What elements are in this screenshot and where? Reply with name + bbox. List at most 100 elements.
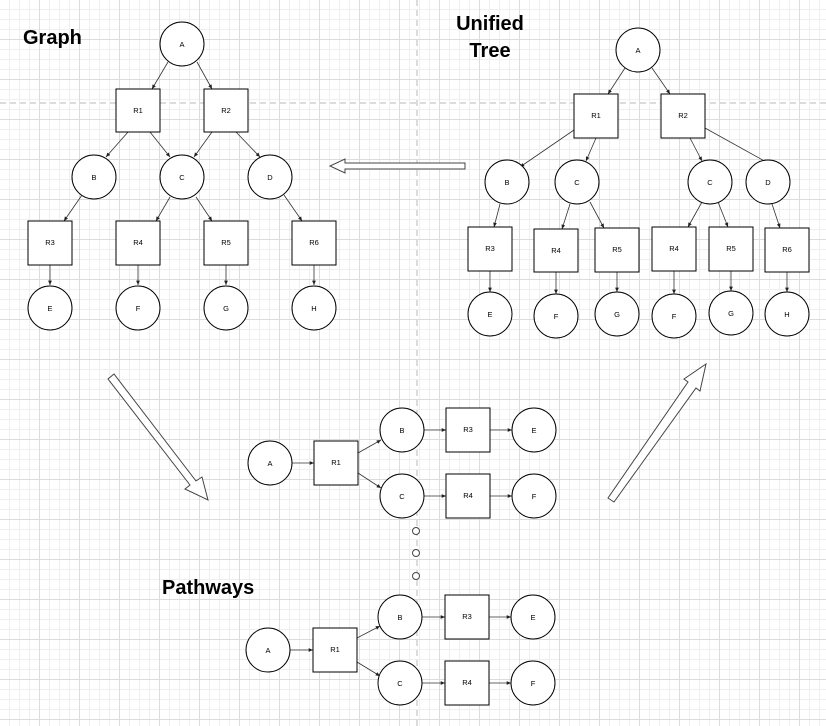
tree-node-c-right: C [687, 159, 733, 205]
tree-node-d-label: D [765, 178, 771, 187]
pathway-2-node-a: A [245, 627, 291, 673]
pathway-1: A R1 B C R3 R4 E F [247, 407, 557, 519]
graph-node-h: H [291, 285, 337, 331]
tree-node-r3: R3 [467, 226, 513, 272]
tree-node-g-right: G [708, 290, 754, 336]
graph-node-e-label: E [47, 304, 52, 313]
tree-node-r1: R1 [573, 93, 619, 139]
tree-edges [488, 67, 789, 294]
graph-node-r2: R2 [203, 88, 249, 133]
tree-node-f-left-label: F [554, 312, 559, 321]
tree-node-b: B [484, 159, 530, 205]
tree-node-r3-label: R3 [485, 244, 495, 253]
ellipsis-dot [412, 549, 420, 557]
tree-node-f-right: F [651, 293, 697, 339]
pathway-1-node-e-label: E [531, 426, 536, 435]
graph-node-e: E [27, 285, 73, 331]
pathway-2-node-c-label: C [397, 679, 403, 688]
graph-node-c-label: C [179, 173, 185, 182]
flow-arrow-pathways-to-tree [607, 362, 707, 503]
tree-node-b-label: B [504, 178, 509, 187]
pathway-1-node-a: A [247, 440, 293, 486]
tree-node-c-left: C [554, 159, 600, 205]
graph-node-c: C [159, 154, 205, 200]
pathway-1-node-f: F [511, 473, 557, 519]
flow-arrow-graph-to-pathways [107, 373, 209, 501]
tree-node-r6: R6 [764, 227, 810, 273]
tree-node-r4-left: R4 [533, 228, 579, 273]
graph-node-r3-label: R3 [45, 238, 55, 247]
tree-node-r6-label: R6 [782, 245, 792, 254]
pathway-1-node-r3: R3 [445, 407, 491, 453]
graph-node-r5-label: R5 [221, 238, 231, 247]
unified-tree-section: A R1 R2 B C C D R3 R4 R5 R4 R5 R6 E F G … [467, 27, 810, 339]
pathway-1-node-r4: R4 [445, 473, 491, 519]
pathway-2-node-r1-label: R1 [330, 645, 340, 654]
graph-node-h-label: H [311, 304, 316, 313]
graph-node-r1: R1 [115, 88, 161, 133]
pathway-2-node-c: C [377, 660, 423, 706]
pathway-2-node-r3-label: R3 [462, 612, 472, 621]
graph-node-a: A [159, 21, 205, 67]
tree-node-r4-left-label: R4 [551, 246, 561, 255]
pathway-1-node-r4-label: R4 [463, 491, 473, 500]
tree-node-r2-label: R2 [678, 111, 688, 120]
pathway-2-node-e-label: E [530, 613, 535, 622]
graph-node-r4-label: R4 [133, 238, 143, 247]
pathway-2: A R1 B C R3 R4 E F [245, 594, 556, 706]
graph-node-r1-label: R1 [133, 106, 143, 115]
tree-node-g-left: G [594, 291, 640, 337]
ellipsis-dot [412, 572, 420, 580]
tree-node-r5-right: R5 [708, 226, 754, 272]
graph-node-a-label: A [179, 40, 184, 49]
tree-node-e-label: E [487, 310, 492, 319]
pathway-2-node-r4-label: R4 [462, 678, 472, 687]
pathway-1-node-c: C [379, 473, 425, 519]
flow-arrow-tree-to-graph [328, 158, 466, 174]
tree-node-f-left: F [533, 293, 579, 339]
pathway-2-node-e: E [510, 594, 556, 640]
ellipsis-dots [412, 527, 420, 580]
tree-node-r5-right-label: R5 [726, 244, 736, 253]
graph-node-g-label: G [223, 304, 229, 313]
tree-node-h-label: H [784, 310, 789, 319]
pathway-1-node-a-label: A [267, 459, 272, 468]
graph-node-f-label: F [136, 304, 141, 313]
graph-node-r6-label: R6 [309, 238, 319, 247]
tree-node-r5-left-label: R5 [612, 245, 622, 254]
tree-node-g-right-label: G [728, 309, 734, 318]
graph-node-r4: R4 [115, 220, 161, 266]
graph-node-r2-label: R2 [221, 106, 231, 115]
graph-node-f: F [115, 285, 161, 331]
pathway-1-node-b-label: B [399, 426, 404, 435]
graph-node-d-label: D [267, 173, 273, 182]
tree-node-g-left-label: G [614, 310, 620, 319]
tree-node-f-right-label: F [672, 312, 677, 321]
tree-node-c-right-label: C [707, 178, 713, 187]
unified-tree-title-line2: Tree [469, 40, 510, 62]
pathway-2-node-b: B [377, 594, 423, 640]
tree-node-a: A [615, 27, 661, 73]
tree-node-r4-right: R4 [651, 226, 697, 272]
tree-node-r2: R2 [660, 93, 706, 139]
graph-title: Graph [23, 27, 82, 49]
graph-node-r6: R6 [291, 220, 337, 266]
pathway-1-node-b: B [379, 407, 425, 453]
ellipsis-dot [412, 527, 420, 535]
pathway-1-node-r1: R1 [313, 440, 359, 486]
graph-node-b-label: B [91, 173, 96, 182]
tree-node-h: H [764, 291, 810, 337]
graph-node-d: D [247, 154, 293, 200]
pathway-1-node-f-label: F [532, 492, 537, 501]
pathway-1-node-r3-label: R3 [463, 425, 473, 434]
pathways-title: Pathways [162, 577, 254, 599]
pathway-2-node-f: F [510, 660, 556, 706]
pathway-2-edges [290, 615, 511, 685]
graph-node-r3: R3 [27, 220, 73, 266]
tree-node-e: E [467, 291, 513, 337]
graph-node-g: G [203, 285, 249, 331]
tree-node-r1-label: R1 [591, 111, 601, 120]
pathway-1-node-c-label: C [399, 492, 405, 501]
pathway-1-node-e: E [511, 407, 557, 453]
